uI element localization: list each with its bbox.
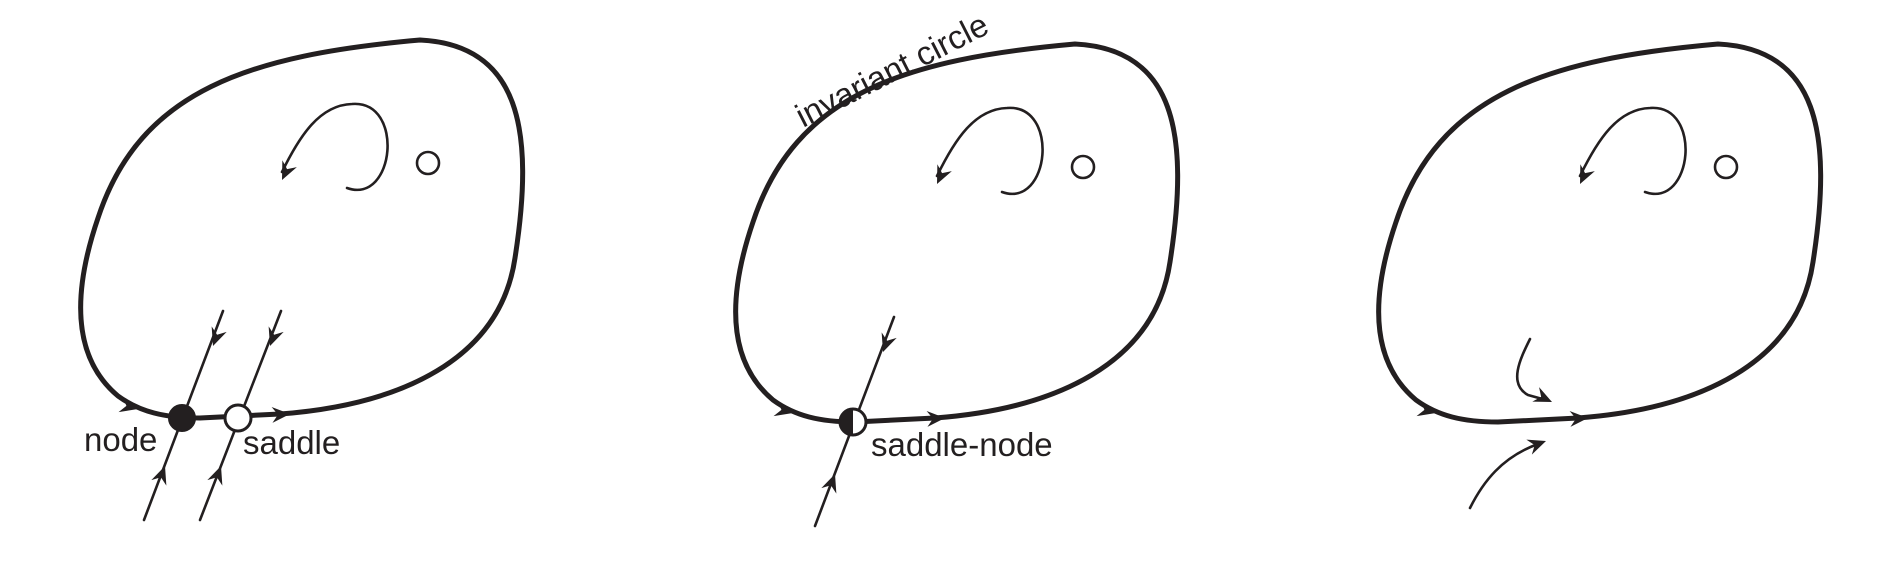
panel-saddle-node: invariant circle saddle-node	[733, 6, 1181, 528]
panel-periodic-orbit	[1376, 41, 1824, 510]
approaching-trajectory	[1468, 442, 1540, 510]
saddle-node-point	[838, 407, 868, 437]
manifold-arrowhead	[821, 471, 843, 494]
manifold-arrowhead	[151, 463, 173, 486]
invariant-circle-curve	[733, 41, 1181, 425]
invariant-circle-curve	[1376, 41, 1824, 425]
approaching-trajectory	[1516, 337, 1548, 402]
source-spiral	[280, 102, 389, 192]
saddle-label: saddle	[243, 424, 340, 461]
unstable-focus-marker	[1713, 154, 1739, 180]
node-point	[168, 404, 196, 432]
saddle-node-label: saddle-node	[871, 426, 1053, 463]
unstable-focus-marker	[415, 150, 441, 176]
node-label: node	[84, 421, 157, 458]
source-spiral	[935, 106, 1044, 196]
saddle-point	[223, 403, 253, 433]
unstable-focus-marker	[1070, 154, 1096, 180]
source-spiral	[1578, 106, 1687, 196]
invariant-circle-curve	[78, 37, 526, 421]
panel-node-saddle: node saddle	[78, 37, 526, 522]
invariant-circle-label: invariant circle	[789, 6, 994, 135]
manifold-arrowhead	[207, 463, 229, 486]
trajectory-arrowhead	[1526, 433, 1549, 455]
